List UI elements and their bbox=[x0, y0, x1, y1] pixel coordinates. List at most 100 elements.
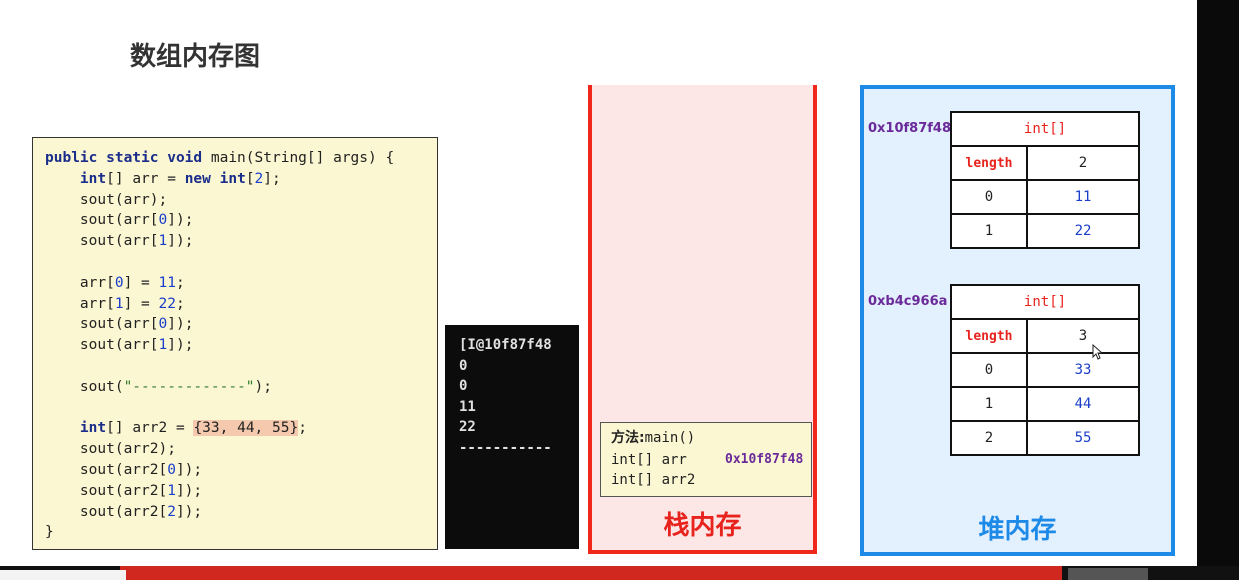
heap-array-type-row: int[] bbox=[950, 284, 1140, 320]
code-box: public static void main(String[] args) {… bbox=[32, 137, 438, 550]
console-line: 22 bbox=[459, 419, 476, 435]
console-line: 11 bbox=[459, 398, 476, 415]
code-line: arr[1] = 22; bbox=[45, 294, 185, 314]
code-token: sout(arr); bbox=[45, 191, 168, 208]
console-line: 0 bbox=[459, 378, 468, 394]
code-token: 1 bbox=[167, 482, 176, 499]
code-line: int[] arr = new int[2]; bbox=[45, 169, 281, 189]
heap-array-type: int[] bbox=[950, 111, 1140, 147]
code-token: "-------------" bbox=[123, 378, 255, 395]
code-token: 11 bbox=[158, 274, 176, 291]
code-line: sout(arr[1]); bbox=[45, 335, 194, 355]
code-token: [ bbox=[245, 170, 255, 187]
code-token: int bbox=[79, 170, 107, 187]
heap-array-address: 0x10f87f48 bbox=[868, 121, 952, 136]
console-line: ----------- bbox=[459, 439, 552, 456]
code-token: ]); bbox=[175, 503, 203, 520]
frame-method-label: 方法: bbox=[611, 430, 645, 446]
heap-array-type-row: int[] bbox=[950, 111, 1140, 147]
code-line: sout(arr2[1]); bbox=[45, 481, 202, 501]
frame-var-arr2: int[] arr2 bbox=[611, 472, 696, 488]
bottom-right-panel bbox=[1068, 568, 1148, 580]
length-value: 3 bbox=[1026, 318, 1140, 354]
console-output: [I@10f87f48 0 0 11 22 ----------- bbox=[445, 325, 579, 549]
code-token: ); bbox=[254, 378, 272, 395]
cell-value: 55 bbox=[1026, 420, 1140, 456]
code-token: [] arr = bbox=[106, 170, 185, 187]
code-line: sout("-------------"); bbox=[45, 377, 272, 397]
code-token: 0 bbox=[114, 274, 124, 291]
code-token: [] arr2 = bbox=[106, 420, 194, 437]
code-token: 22 bbox=[158, 295, 176, 312]
code-token: ]); bbox=[167, 337, 194, 354]
frame-method-line: 方法:main() bbox=[611, 428, 695, 448]
console-line: [I@10f87f48 bbox=[459, 337, 552, 353]
code-token: ]); bbox=[175, 482, 203, 499]
stack-label: 栈内存 bbox=[663, 511, 742, 541]
code-line: int[] arr2 = {33, 44, 55}; bbox=[45, 418, 307, 438]
console-line: 0 bbox=[459, 357, 468, 374]
code-line: } bbox=[45, 522, 54, 542]
code-token: sout(arr2); bbox=[45, 441, 176, 458]
code-line: sout(arr[1]); bbox=[45, 231, 194, 251]
code-token: 2 bbox=[254, 170, 264, 187]
code-token: sout(arr2[ bbox=[45, 503, 168, 520]
code-token: arr[ bbox=[45, 274, 115, 291]
code-token: sout(arr2[ bbox=[45, 482, 168, 499]
code-token: 1 bbox=[158, 233, 168, 250]
right-edge-strip bbox=[1197, 0, 1239, 580]
code-token: sout(arr[ bbox=[45, 316, 159, 333]
code-token: ]); bbox=[167, 233, 194, 250]
frame-var-arr-label: int[] arr bbox=[611, 452, 687, 468]
code-token: sout(arr[ bbox=[45, 337, 159, 354]
bottom-left-panel bbox=[0, 570, 126, 580]
code-token: ; bbox=[298, 420, 307, 437]
code-token: 2 bbox=[167, 503, 176, 520]
cell-value: 44 bbox=[1026, 386, 1140, 422]
cell-index: 1 bbox=[950, 213, 1028, 249]
code-token: 0 bbox=[158, 316, 168, 333]
code-line: sout(arr[0]); bbox=[45, 314, 194, 334]
code-line: public static void main(String[] args) { bbox=[45, 148, 394, 168]
code-token: 1 bbox=[114, 295, 124, 312]
code-line: sout(arr2[0]); bbox=[45, 460, 202, 480]
code-token: ; bbox=[175, 274, 185, 291]
mouse-cursor-icon bbox=[1092, 344, 1104, 360]
cell-value: 33 bbox=[1026, 352, 1140, 388]
cell-index: 2 bbox=[950, 420, 1028, 456]
code-token: 1 bbox=[158, 337, 168, 354]
code-token: ] = bbox=[123, 295, 159, 312]
cell-value: 11 bbox=[1026, 179, 1140, 215]
cell-index: 1 bbox=[950, 386, 1028, 422]
code-token: ]); bbox=[167, 316, 194, 333]
frame-method-name: main() bbox=[644, 430, 696, 446]
code-token: ]); bbox=[175, 462, 203, 478]
length-label: length bbox=[950, 145, 1028, 181]
code-token: int bbox=[79, 420, 107, 437]
code-token: 0 bbox=[167, 462, 176, 478]
cell-value: 22 bbox=[1026, 213, 1140, 249]
code-line: sout(arr[0]); bbox=[45, 210, 194, 230]
code-token: new int bbox=[184, 170, 246, 187]
code-token: sout( bbox=[45, 378, 124, 395]
heap-array-type: int[] bbox=[950, 284, 1140, 320]
code-token: arr[ bbox=[45, 295, 115, 312]
code-line: arr[0] = 11; bbox=[45, 273, 185, 293]
code-token bbox=[45, 171, 80, 187]
slide-title: 数组内存图 bbox=[130, 42, 261, 72]
code-token: } bbox=[45, 524, 54, 541]
heap-label: 堆内存 bbox=[978, 515, 1057, 545]
code-token: 0 bbox=[158, 212, 168, 229]
